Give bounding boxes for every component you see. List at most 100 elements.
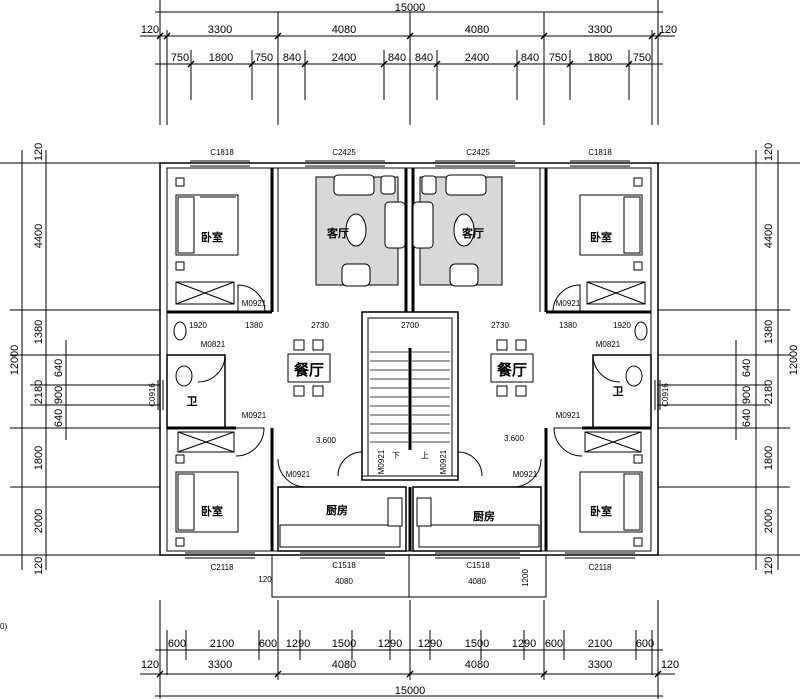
- door-m0821-left: M0821: [201, 340, 226, 349]
- porch-1200: 1200: [521, 569, 530, 587]
- window-c1818-left: C1818: [210, 148, 234, 157]
- bottom-dim-2-0: 120: [141, 659, 159, 671]
- right-total-dim: 12000: [788, 345, 800, 376]
- window-c2425-right: C2425: [466, 148, 490, 157]
- right-dim-0: 120: [763, 143, 775, 161]
- corridor-dim-4: 2730: [491, 321, 509, 330]
- bottom-dim-2-3: 4080: [465, 659, 489, 671]
- bottom-dim-1-1: 2100: [210, 638, 234, 650]
- door-m0921-kit-right: M0921: [513, 470, 538, 479]
- window-c0916-right: C0916: [661, 383, 670, 407]
- bottom-dim-1-0: 600: [168, 638, 186, 650]
- window-c1518-right: C1518: [466, 561, 490, 570]
- window-c2425-left: C2425: [332, 148, 356, 157]
- right-dim-3: 2180: [763, 380, 775, 404]
- right-dim-2: 1380: [763, 320, 775, 344]
- stair-down-label: 下: [392, 451, 400, 460]
- bottom-dim-1-8: 1290: [512, 638, 536, 650]
- corridor-dim-0: 1920: [189, 321, 207, 330]
- room-bath-right: 卫: [613, 385, 624, 398]
- left-dim-6: 120: [33, 557, 45, 575]
- room-dining-left: 餐厅: [294, 361, 324, 379]
- bottom-dim-1-4: 1500: [332, 638, 356, 650]
- door-m0921-stair-left: M0921: [377, 449, 386, 474]
- porch-120: 120: [258, 575, 272, 584]
- door-m0921-bath-left: M0921: [242, 411, 267, 420]
- left-inner-0: 640: [53, 359, 65, 377]
- room-bedroom-bl: 卧室: [201, 504, 223, 518]
- room-dining-right: 餐厅: [497, 361, 527, 379]
- top-dim-2-10: 1800: [588, 52, 612, 64]
- top-dim-2-4: 2400: [332, 52, 356, 64]
- window-c1518-left: C1518: [332, 561, 356, 570]
- top-dim-2-11: 750: [633, 52, 651, 64]
- corridor-dim-3: 2700: [401, 321, 419, 330]
- edge-fragment: 0): [0, 622, 7, 631]
- left-total-dim: 12000: [9, 345, 21, 376]
- bottom-dim-2-5: 120: [661, 659, 679, 671]
- porch-4080-right: 4080: [468, 577, 486, 586]
- left-dim-4: 1800: [33, 446, 45, 470]
- room-living-right: 客厅: [461, 226, 484, 240]
- top-dim-2-3: 840: [283, 52, 301, 64]
- bottom-dim-1-9: 600: [545, 638, 563, 650]
- top-total-dim: 15000: [395, 2, 426, 14]
- bottom-total-dim: 15000: [395, 685, 426, 697]
- bottom-dim-2-2: 4080: [332, 659, 356, 671]
- stair-up-label: 上: [421, 451, 429, 460]
- door-m0921-kit-left: M0921: [286, 470, 311, 479]
- room-bedroom-tl: 卧室: [201, 230, 223, 244]
- window-c0916-left: C0916: [148, 383, 157, 407]
- top-dim-1-1: 3300: [208, 24, 232, 36]
- bottom-dim-1-5: 1290: [378, 638, 402, 650]
- top-dim-1-3: 4080: [465, 24, 489, 36]
- left-dim-2: 1380: [33, 320, 45, 344]
- top-dim-1-2: 4080: [332, 24, 356, 36]
- corridor-dim-1: 1380: [245, 321, 263, 330]
- right-inner-1: 900: [741, 386, 753, 404]
- left-dim-5: 2000: [33, 509, 45, 533]
- top-dim-2-8: 840: [521, 52, 539, 64]
- right-dim-1: 4400: [763, 224, 775, 248]
- top-dim-1-0: 120: [141, 24, 159, 36]
- door-m0921-bed-right: M0921: [556, 299, 581, 308]
- room-kitchen-left: 厨房: [326, 503, 348, 517]
- level-right: 3.600: [504, 434, 525, 443]
- room-living-left: 客厅: [326, 226, 349, 240]
- window-c2118-right: C2118: [589, 563, 613, 572]
- window-c2118-left: C2118: [211, 563, 235, 572]
- room-kitchen-right: 厨房: [473, 509, 495, 523]
- corridor-dim-5: 1380: [559, 321, 577, 330]
- top-dim-1-4: 3300: [588, 24, 612, 36]
- porch-4080-left: 4080: [335, 577, 353, 586]
- right-dim-6: 120: [763, 557, 775, 575]
- bottom-dim-1-11: 600: [636, 638, 654, 650]
- top-dim-2-6: 840: [415, 52, 433, 64]
- bottom-dim-1-10: 2100: [588, 638, 612, 650]
- right-dim-4: 1800: [763, 446, 775, 470]
- top-dim-2-5: 840: [388, 52, 406, 64]
- bottom-dim-1-2: 600: [259, 638, 277, 650]
- right-inner-0: 640: [741, 359, 753, 377]
- room-bedroom-tr: 卧室: [590, 230, 612, 244]
- door-m0921-bath-right: M0921: [556, 411, 581, 420]
- left-inner-2: 640: [53, 409, 65, 427]
- room-bedroom-br: 卧室: [590, 504, 612, 518]
- door-m0921-stair-right: M0921: [439, 449, 448, 474]
- top-dim-2-0: 750: [171, 52, 189, 64]
- top-dim-2-7: 2400: [465, 52, 489, 64]
- room-bath-left: 卫: [187, 395, 198, 408]
- bottom-dim-1-7: 1500: [465, 638, 489, 650]
- level-left: 3.600: [316, 436, 337, 445]
- top-dim-2-2: 750: [255, 52, 273, 64]
- right-dim-5: 2000: [763, 509, 775, 533]
- bottom-dim-2-4: 3300: [588, 659, 612, 671]
- bottom-dim-2-1: 3300: [208, 659, 232, 671]
- corridor-dim-2: 2730: [311, 321, 329, 330]
- left-dim-0: 120: [33, 143, 45, 161]
- left-dim-1: 4400: [33, 224, 45, 248]
- window-c1818-right: C1818: [588, 148, 612, 157]
- door-m0921-bed-left: M0921: [242, 299, 267, 308]
- bottom-dim-1-3: 1290: [286, 638, 310, 650]
